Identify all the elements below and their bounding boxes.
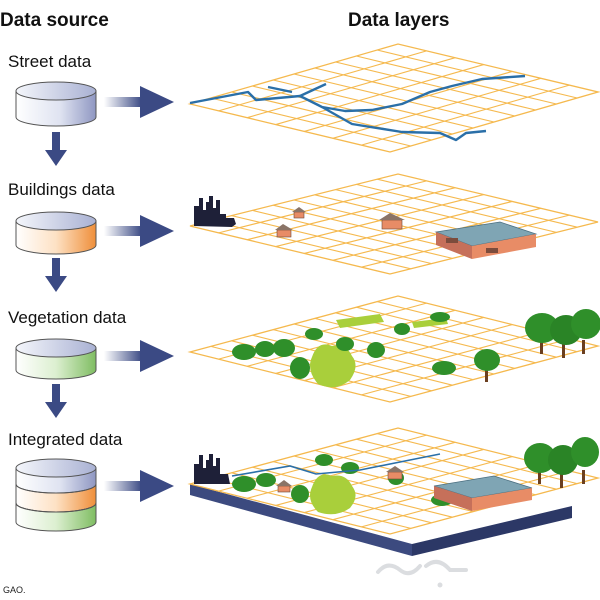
- vegetation-data-label: Vegetation data: [8, 308, 127, 327]
- small-house-icon: [379, 213, 405, 230]
- right-arrow-icon: [104, 340, 174, 372]
- large-building-icon: [434, 221, 538, 259]
- integrated-data-cylinder: [15, 458, 97, 532]
- street-data-cylinder: [15, 81, 97, 127]
- down-arrow-icon: [45, 384, 67, 418]
- skyline-icon: [194, 454, 230, 484]
- road-line: [231, 453, 441, 477]
- shrub-area: [310, 474, 356, 515]
- small-house-icon: [275, 224, 293, 238]
- integrated-data-label: Integrated data: [8, 430, 123, 449]
- right-arrow-icon: [104, 215, 174, 247]
- street-layer-grid: [187, 43, 600, 153]
- street-layer: [187, 43, 600, 153]
- large-building-icon: [433, 475, 533, 511]
- data-source-header: Data source: [0, 10, 109, 31]
- data-layers-header: Data layers: [348, 10, 450, 31]
- buildings-layer: [189, 173, 599, 275]
- buildings-data-label: Buildings data: [8, 180, 115, 199]
- integrated-layer: [187, 427, 600, 556]
- small-house-icon: [292, 207, 306, 219]
- tree-icon: [474, 349, 500, 382]
- right-arrow-icon: [104, 86, 174, 118]
- right-arrow-icon: [104, 470, 174, 502]
- down-arrow-icon: [45, 132, 67, 166]
- source-credit: GAO.: [3, 585, 26, 595]
- street-data-label: Street data: [8, 52, 92, 71]
- tree-group-icon: [525, 309, 600, 358]
- tree-cluster: [232, 312, 456, 379]
- road-line: [189, 74, 526, 142]
- down-arrow-icon: [45, 258, 67, 292]
- vegetation-data-cylinder: [15, 338, 97, 380]
- slab-side: [190, 484, 412, 556]
- small-house-icon: [386, 466, 404, 480]
- tree-group-icon: [524, 437, 599, 488]
- skyline-icon: [194, 196, 236, 227]
- small-house-icon: [276, 480, 292, 493]
- watermark-logo: [376, 559, 468, 588]
- buildings-data-cylinder: [15, 211, 97, 255]
- vegetation-layer: [187, 295, 600, 403]
- slab-side: [412, 506, 572, 556]
